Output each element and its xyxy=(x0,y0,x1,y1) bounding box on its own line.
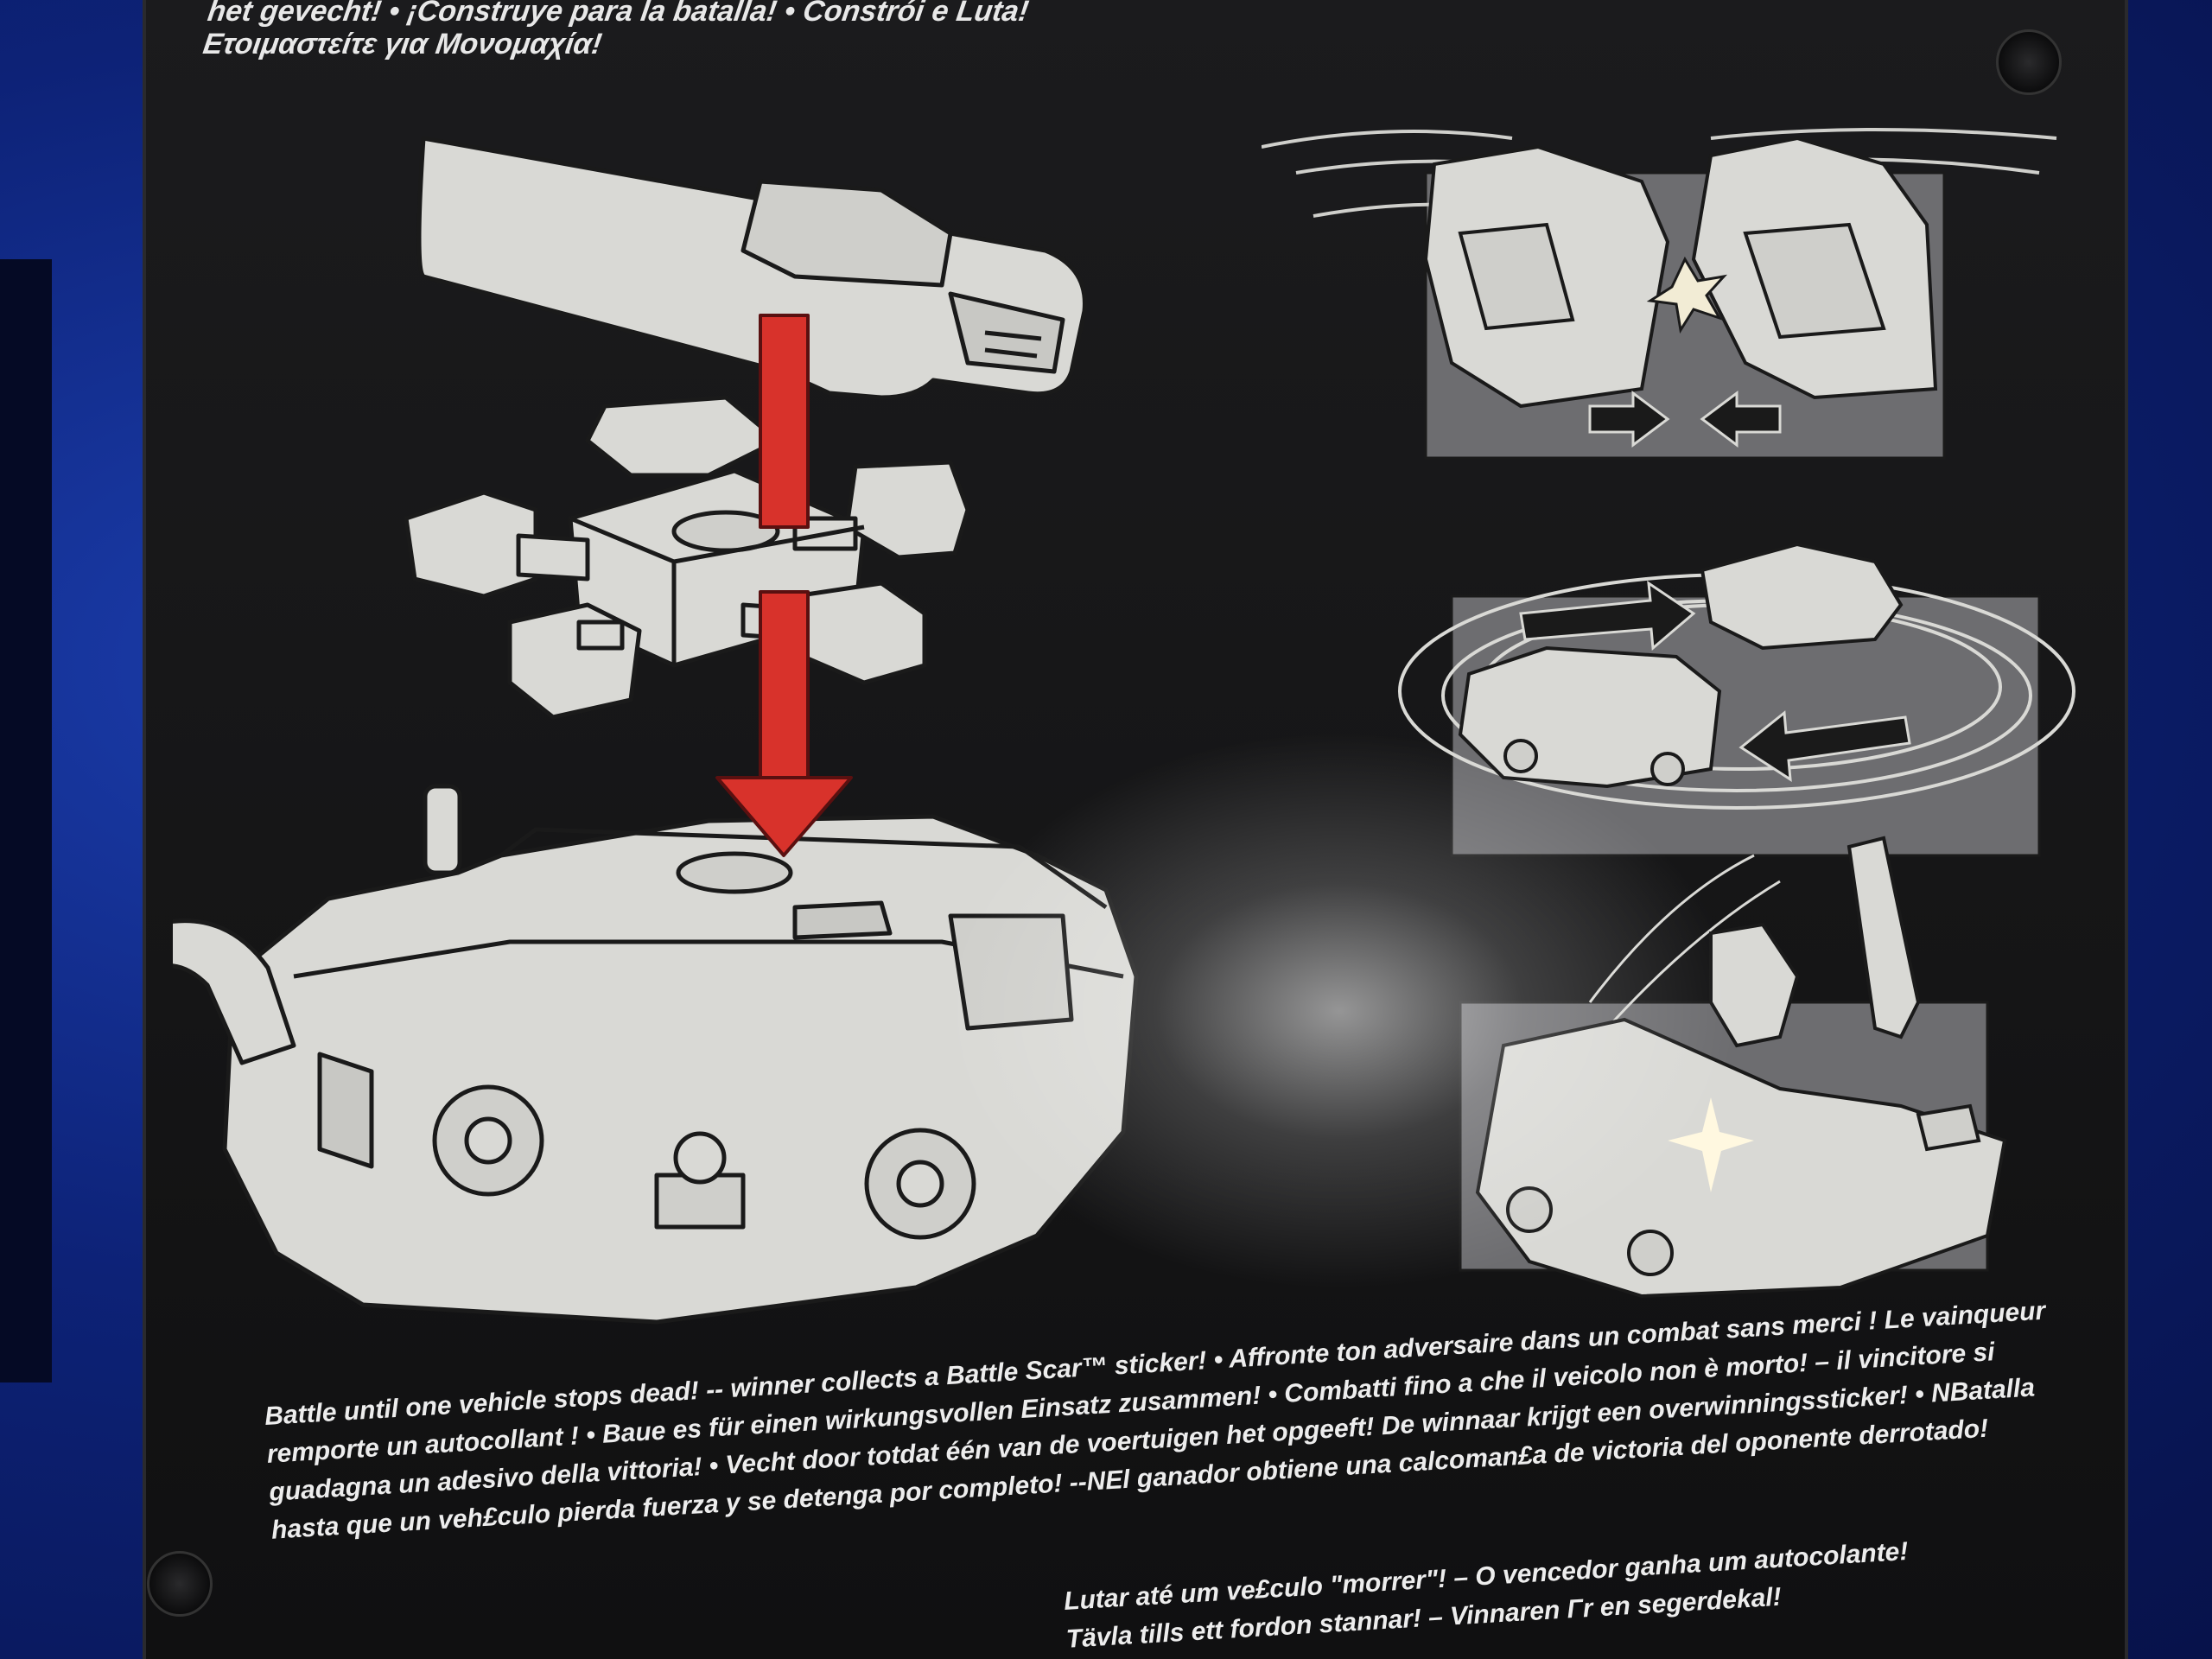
impact-star-icon xyxy=(1646,256,1728,334)
collision-scene xyxy=(1262,128,2057,460)
corner-rivet xyxy=(1996,29,2062,95)
assembly-arrow-icon xyxy=(715,314,853,857)
corner-rivet xyxy=(147,1551,213,1617)
spinning-scene xyxy=(1398,542,2075,857)
header-line: Ετοιμαστείτε για Μονομαχία! xyxy=(200,28,604,60)
launcher-top-piece xyxy=(416,136,1087,400)
header-line: het gevecht! • ¡Construye para la batall… xyxy=(206,0,1031,28)
knockout-scene xyxy=(1459,836,2007,1299)
spinner-piece xyxy=(404,395,970,720)
base-vehicle xyxy=(173,784,1139,1325)
header-text: het gevecht! • ¡Construye para la batall… xyxy=(201,0,1334,60)
assembly-diagram xyxy=(173,136,1139,1325)
box-edge-shadow xyxy=(0,259,52,1382)
spin-arrow-icon xyxy=(1519,580,1911,782)
collision-arrow-icon xyxy=(1588,391,1782,448)
